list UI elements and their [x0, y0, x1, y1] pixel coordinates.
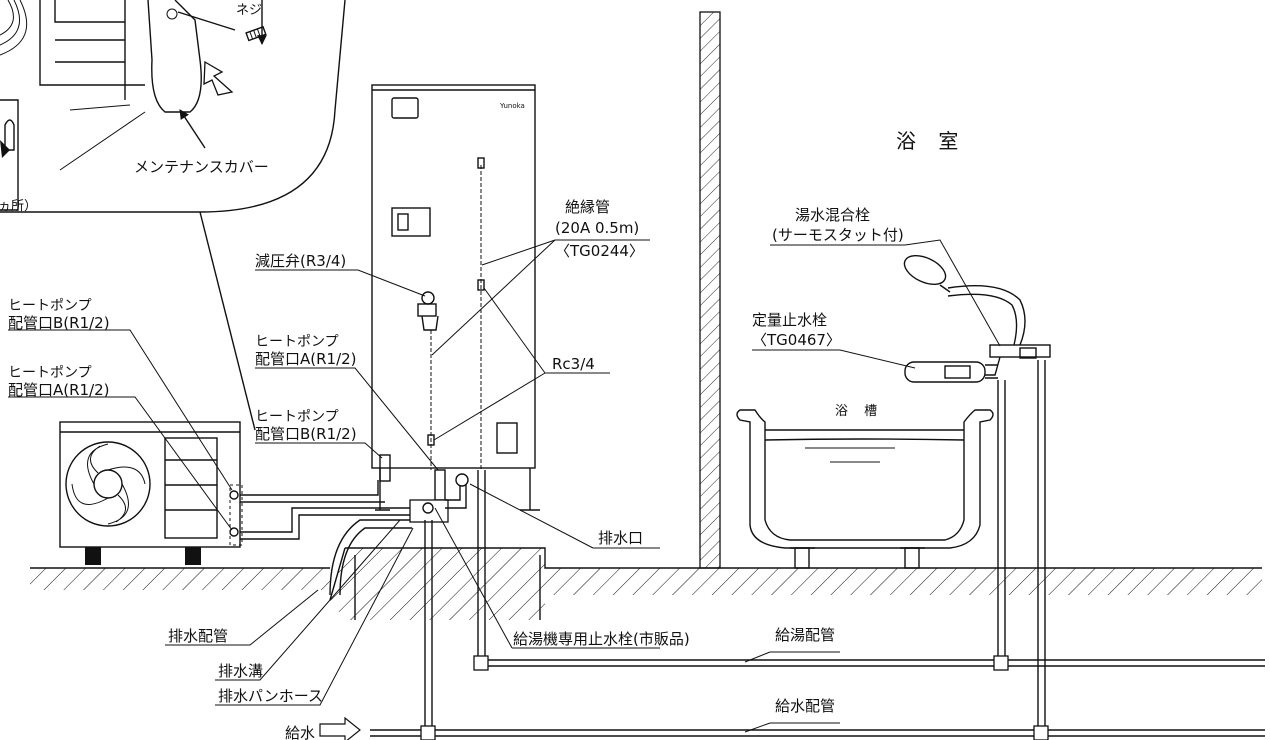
- label-hot-water-pipe: 給湯配管: [775, 626, 835, 644]
- label-mixing-faucet-1: 湯水混合栓: [795, 206, 870, 224]
- count-label-fragment: ヵ所）: [0, 199, 37, 214]
- bathroom-wall: [699, 11, 721, 569]
- pressure-valve-drawing: [417, 291, 439, 331]
- label-hp-port-b-left-2: 配管口B(R1/2): [8, 314, 110, 332]
- label-water-supply: 給水: [285, 724, 315, 740]
- label-mixing-faucet-2: (サーモスタット付): [772, 226, 904, 244]
- label-bathroom: 浴 室: [896, 129, 966, 153]
- bathtub-drawing: [736, 409, 994, 569]
- label-hp-port-a-left-2: 配管口A(R1/2): [8, 381, 110, 399]
- screw-label-fragment: ネジ: [236, 3, 262, 18]
- label-cold-water-pipe: 給水配管: [775, 697, 835, 715]
- detail-inset-box: [0, 99, 19, 211]
- label-insulated-pipe-3: 〈TG0244〉: [555, 242, 644, 260]
- storage-tank: Yunoka: [371, 84, 540, 511]
- label-insulated-pipe-2: (20A 0.5m): [555, 219, 639, 237]
- detail-callout: ネジ メンテナンスカバー ヵ所）: [0, 0, 346, 431]
- label-drain-ditch: 排水溝: [218, 662, 263, 680]
- ground: [30, 547, 1262, 620]
- label-drain-outlet: 排水口: [598, 529, 643, 547]
- maintenance-cover-drawing: [147, 0, 267, 113]
- label-insulated-pipe-1: 絶縁管: [565, 198, 610, 216]
- brand-logo: Yunoka: [499, 102, 525, 110]
- label-hp-port-a-tank-2: 配管口A(R1/2): [255, 350, 357, 368]
- maintenance-cover-label: メンテナンスカバー: [134, 158, 269, 176]
- faucet-and-shower: [903, 254, 1051, 383]
- supply-piping: [370, 360, 1265, 740]
- label-bathtub: 浴 槽: [835, 404, 883, 419]
- label-hp-port-b-left-1: ヒートポンプ: [8, 298, 92, 314]
- label-drain-pipe: 排水配管: [168, 627, 228, 645]
- label-drain-pan-hose: 排水パンホース: [218, 687, 323, 705]
- label-pressure-valve: 減圧弁(R3/4): [255, 252, 346, 270]
- label-hp-port-a-tank-1: ヒートポンプ: [255, 334, 339, 350]
- heat-pump-piping: [240, 480, 467, 596]
- label-hp-port-b-tank-2: 配管口B(R1/2): [255, 425, 357, 443]
- label-heater-stop-valve: 給湯機専用止水栓(市販品): [513, 630, 690, 648]
- heat-pump-unit: [59, 421, 243, 565]
- detail-fan-grille: [0, 0, 145, 100]
- label-fixed-stop-valve-1: 定量止水栓: [752, 311, 827, 329]
- label-rc-fitting: Rc3/4: [552, 355, 595, 373]
- label-fixed-stop-valve-2: 〈TG0467〉: [752, 331, 841, 349]
- label-hp-port-b-tank-1: ヒートポンプ: [255, 409, 339, 425]
- labels: 浴 室 浴 槽 絶縁管 (20A 0.5m) 〈TG0244〉 減圧弁(R3/4…: [8, 129, 966, 740]
- leader-lines: [8, 239, 1001, 740]
- label-hp-port-a-left-1: ヒートポンプ: [8, 365, 92, 381]
